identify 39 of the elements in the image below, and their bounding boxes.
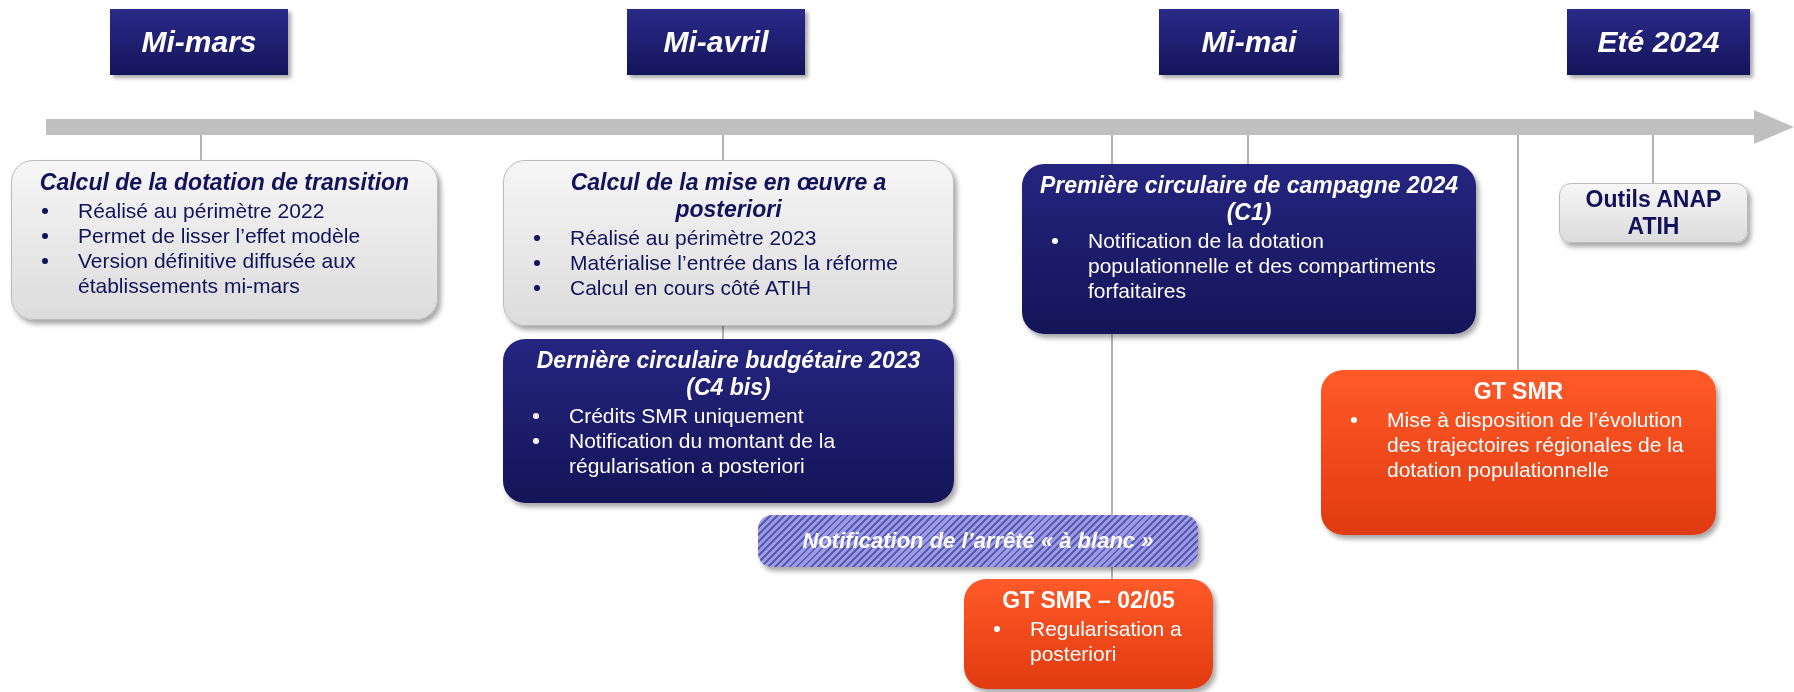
connector-line (1111, 333, 1113, 516)
bullet-item: Regularisation a posteriori (992, 616, 1199, 666)
bullet-item: Mise à disposition de l’évolution des trajectoires régionales de la dotation populationnelle (1349, 407, 1702, 482)
bullet-item: Notification de la dotation populationnelle et des compartiments forfaitaires (1050, 228, 1462, 303)
card-heading: GT SMR – 02/05 (1001, 587, 1176, 614)
connector-line (1111, 566, 1113, 580)
connector-line (1247, 134, 1249, 165)
tools-card (1559, 183, 1748, 243)
bullet-item: Version définitive diffusée aux établissements mi-mars (40, 248, 423, 298)
bullet-item: Notification du montant de la régularisation a posteriori (531, 428, 940, 478)
bullet-item: Permet de lisser l’effet modèle (40, 223, 423, 248)
step-card (1022, 164, 1476, 334)
step-card (503, 339, 954, 503)
bullet-item: Crédits SMR uniquement (531, 403, 940, 428)
bullet-item: Calcul en cours côté ATIH (532, 275, 939, 300)
connector-line (1517, 134, 1519, 371)
meeting-card (964, 579, 1213, 689)
connector-line (722, 134, 724, 161)
card-heading: Première circulaire de campagne 2024 (C1) (1038, 172, 1460, 226)
milestone-label: Mi-mars (110, 9, 288, 75)
milestone-label: Mi-mai (1159, 9, 1339, 75)
card-heading: Calcul de la dotation de transition (38, 169, 411, 196)
connector-line (722, 325, 724, 340)
card-heading: GT SMR (1472, 378, 1565, 405)
meeting-card (1321, 370, 1716, 535)
step-card (11, 160, 438, 320)
bullet-item: Matérialise l’entrée dans la réforme (532, 250, 939, 275)
bullet-item: Réalisé au périmètre 2022 (40, 198, 423, 223)
card-heading: Dernière circulaire budgétaire 2023 (C4 bis) (535, 347, 922, 401)
card-heading: Outils ANAP ATIH (1584, 186, 1723, 240)
connector-line (200, 134, 202, 161)
milestone-label: Eté 2024 (1567, 9, 1750, 75)
timeline-arrow (46, 110, 1794, 144)
step-card (503, 160, 954, 326)
milestone-label: Mi-avril (627, 9, 805, 75)
connector-line (1652, 134, 1654, 184)
connector-line (1111, 134, 1113, 165)
bullet-item: Réalisé au périmètre 2023 (532, 225, 939, 250)
card-heading: Calcul de la mise en œuvre a posteriori (569, 169, 888, 223)
